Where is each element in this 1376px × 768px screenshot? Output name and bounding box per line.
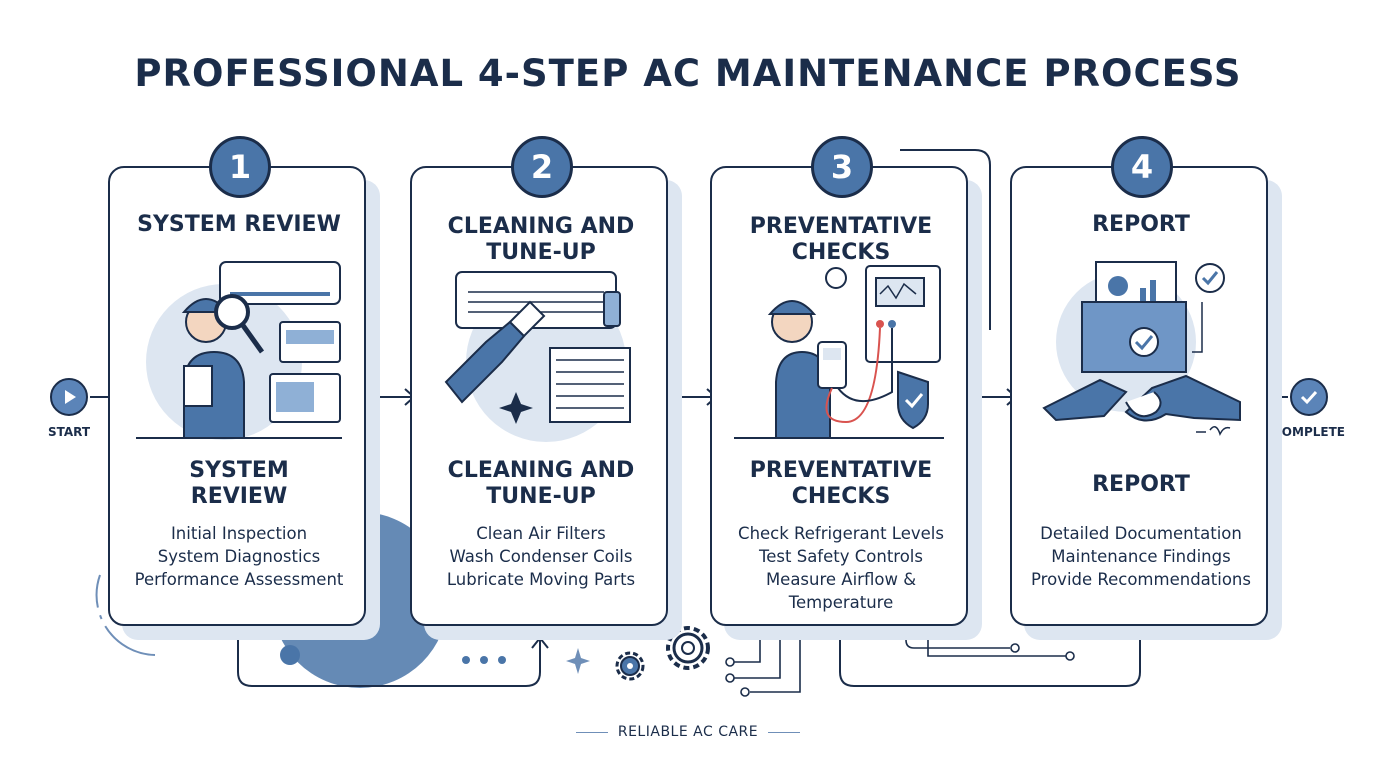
task-list: Initial Inspection System Diagnostics Pe… bbox=[114, 522, 364, 591]
step-card-2: 2 CLEANING AND TUNE-UP CLEANING AND TUNE… bbox=[410, 136, 682, 640]
task-item: Check Refrigerant Levels bbox=[738, 524, 944, 543]
decor-dot bbox=[462, 656, 470, 664]
decor-dot bbox=[480, 656, 488, 664]
card-body: 2 CLEANING AND TUNE-UP CLEANING AND TUNE… bbox=[410, 136, 668, 626]
step-card-1: 1 SYSTEM REVIEW SYSTEM REVIEW Initial In… bbox=[108, 136, 380, 640]
technician-inspection-icon bbox=[136, 261, 342, 440]
card-body: 1 SYSTEM REVIEW SYSTEM REVIEW Initial In… bbox=[108, 136, 366, 626]
task-item: Test Safety Controls bbox=[758, 547, 923, 566]
gear-icon bbox=[666, 626, 710, 670]
task-item: System Diagnostics bbox=[157, 547, 321, 566]
task-list: Clean Air Filters Wash Condenser Coils L… bbox=[416, 522, 666, 591]
step-subtitle: CLEANING AND TUNE-UP bbox=[447, 458, 635, 509]
task-item: Maintenance Findings bbox=[1051, 547, 1231, 566]
connector-loop-2 bbox=[839, 620, 1141, 687]
step-title: CLEANING AND TUNE-UP bbox=[447, 214, 635, 265]
complete-node bbox=[1290, 378, 1328, 416]
step-title: REPORT bbox=[1092, 212, 1190, 237]
check-icon bbox=[1300, 390, 1318, 405]
task-list: Detailed Documentation Maintenance Findi… bbox=[1016, 522, 1266, 591]
task-item: Wash Condenser Coils bbox=[449, 547, 633, 566]
step-number-badge: 4 bbox=[1111, 136, 1173, 198]
step-number-badge: 3 bbox=[811, 136, 873, 198]
decor-circle-small bbox=[280, 645, 300, 665]
circuit-nodes bbox=[725, 643, 1075, 697]
step-number-badge: 2 bbox=[511, 136, 573, 198]
task-item: Provide Recommendations bbox=[1031, 570, 1251, 589]
play-icon bbox=[65, 390, 76, 404]
step-subtitle: SYSTEM REVIEW bbox=[189, 458, 289, 509]
footer-divider bbox=[575, 731, 608, 733]
sparkle-icon bbox=[566, 648, 590, 674]
card-body: 3 PREVENTATIVE CHECKS PREVENTATIVE CHECK… bbox=[710, 136, 968, 626]
decor-dot bbox=[498, 656, 506, 664]
task-list: Check Refrigerant Levels Test Safety Con… bbox=[716, 522, 966, 614]
task-item: Clean Air Filters bbox=[476, 524, 606, 543]
footer-divider bbox=[768, 731, 801, 733]
gear-icon bbox=[615, 651, 645, 681]
card-body: 4 REPORT REPORT Detailed Documentation M… bbox=[1010, 136, 1268, 626]
step-card-4: 4 REPORT REPORT Detailed Documentation M… bbox=[1010, 136, 1282, 640]
task-item: Performance Assessment bbox=[134, 570, 344, 589]
step-subtitle: REPORT bbox=[1092, 472, 1190, 497]
multimeter-check-icon bbox=[734, 265, 944, 439]
task-item: Detailed Documentation bbox=[1040, 524, 1242, 543]
step-title: SYSTEM REVIEW bbox=[137, 212, 341, 237]
decor-arc bbox=[95, 574, 156, 656]
connector-loop-1 bbox=[237, 620, 541, 687]
task-item: Lubricate Moving Parts bbox=[446, 570, 636, 589]
task-item: Initial Inspection bbox=[170, 524, 308, 543]
step-subtitle: PREVENTATIVE CHECKS bbox=[749, 458, 933, 509]
step-card-3: 3 PREVENTATIVE CHECKS PREVENTATIVE CHECK… bbox=[710, 136, 982, 640]
step-title: PREVENTATIVE CHECKS bbox=[749, 214, 933, 265]
report-handshake-icon bbox=[1042, 261, 1241, 436]
start-label: START bbox=[47, 425, 91, 439]
footer-text: RELIABLE AC CARE bbox=[617, 724, 759, 740]
start-node bbox=[50, 378, 88, 416]
cleaning-tools-icon bbox=[444, 271, 631, 442]
footer: RELIABLE AC CARE bbox=[0, 724, 1376, 740]
complete-label: COMPLETE bbox=[1273, 425, 1345, 439]
step-number-badge: 1 bbox=[209, 136, 271, 198]
connector-top bbox=[900, 149, 991, 330]
task-item: Measure Airflow & Temperature bbox=[765, 570, 917, 612]
page-title: PROFESSIONAL 4-STEP AC MAINTENANCE PROCE… bbox=[134, 52, 1242, 95]
